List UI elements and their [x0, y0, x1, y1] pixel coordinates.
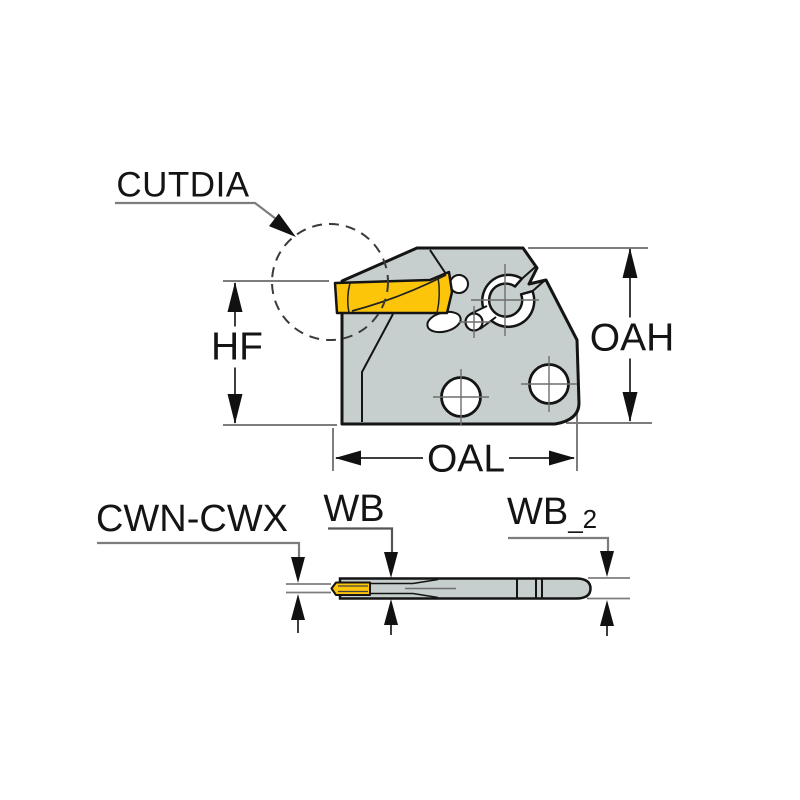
wb-up-arrowhead [384, 599, 398, 625]
wb-label: WB [323, 488, 385, 530]
cwn-cwx-extension-ticks [286, 583, 331, 594]
cutdia-leader-line [115, 201, 281, 223]
oal-right-arrowhead [549, 450, 575, 466]
cwn-cwx-label: CWN-CWX [95, 498, 289, 540]
front-view [115, 201, 652, 471]
cwn-cwx-leader-line [97, 541, 301, 557]
blade-top-view [338, 577, 592, 600]
wb2-label: WB_2 [507, 493, 597, 532]
wb2-up-arrowhead [600, 600, 614, 626]
wb2-extension-lines [587, 577, 630, 600]
insert-sweep-line [351, 274, 447, 312]
wb-leader-line [328, 527, 394, 552]
blade-seat-line [361, 313, 394, 422]
oah-up-arrowhead [622, 248, 638, 278]
oal-left-arrowhead [335, 450, 361, 466]
clamp-slot-channel-lines [521, 266, 547, 292]
wb2-label-base: WB [507, 491, 569, 533]
cwn-cwx-up-arrowhead [291, 594, 305, 620]
hf-up-arrowhead [227, 282, 243, 312]
oal-label: OAL [422, 438, 510, 480]
insert-tip-top-view [330, 581, 371, 596]
wb2-leader-line [508, 536, 610, 551]
insert-face-line-right [436, 276, 441, 314]
wb2-down-arrowhead [600, 551, 614, 577]
oah-down-arrowhead [622, 392, 638, 422]
cutdia-arrowhead [269, 213, 296, 237]
cwn-cwx-down-arrowhead [291, 557, 305, 583]
cutting-insert [333, 270, 454, 315]
wb2-label-subscript: _2 [568, 504, 598, 534]
hf-down-arrowhead [227, 394, 243, 424]
hf-label: HF [207, 326, 267, 368]
insert-tip-detail-lines [338, 585, 368, 593]
cutdia-dashed-circle [271, 223, 389, 341]
blade-slot-lines [370, 578, 439, 599]
top-view [97, 527, 630, 636]
clamp-ring-slot [481, 273, 536, 329]
cutdia-label: CUTDIA [116, 165, 250, 205]
shaft-seam-lines [516, 579, 543, 598]
hole-centerlines [433, 264, 577, 425]
wb-down-arrowhead [384, 552, 398, 578]
oah-label: OAH [585, 317, 679, 359]
insert-face-line-left [346, 282, 351, 314]
